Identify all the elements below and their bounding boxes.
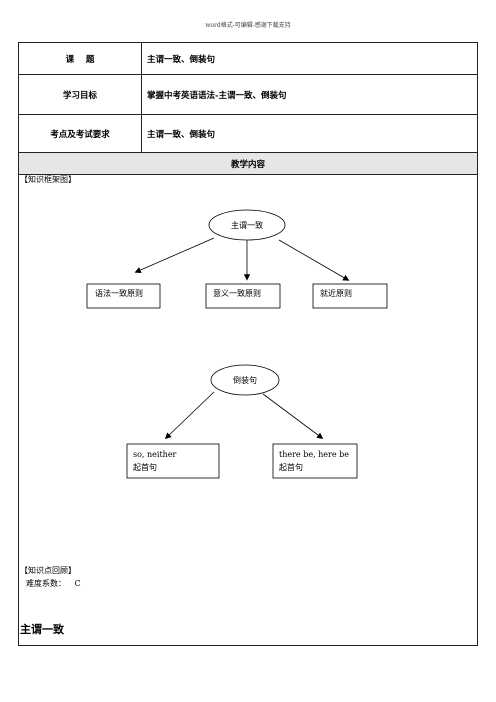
difficulty-value: C — [74, 579, 81, 588]
section-heading: 主谓一致 — [20, 623, 64, 636]
root-node-label: 主谓一致 — [231, 220, 263, 230]
arrow-line — [164, 391, 215, 440]
child-label: 语法一致原则 — [95, 288, 143, 298]
section-title: 教学内容 — [19, 153, 477, 175]
arrow-line — [134, 237, 215, 274]
framework-label: 【知识框架图】 — [20, 175, 76, 184]
child-box — [86, 283, 161, 309]
difficulty-label: 难度系数： — [26, 579, 66, 588]
row-label: 考点及考试要求 — [19, 115, 142, 152]
lesson-table: 课 题 主谓一致、倒装句 学习目标 掌握中考英语语法-主谓一致、倒装句 考点及考… — [18, 42, 478, 646]
row-value: 主谓一致、倒装句 — [147, 129, 216, 140]
child-label: 意义一致原则 — [213, 288, 261, 298]
difficulty-row: 难度系数： C — [26, 578, 81, 589]
child-box — [205, 283, 281, 309]
child-sublabel: 起首句 — [279, 462, 303, 472]
root-node-label: 倒装句 — [233, 375, 257, 385]
table-row-requirements: 考点及考试要求 主谓一致、倒装句 — [19, 115, 477, 153]
row-value: 主谓一致、倒装句 — [147, 54, 216, 65]
row-label: 课 题 — [19, 43, 142, 74]
child-box — [126, 443, 220, 479]
arrow-line — [262, 393, 324, 439]
table-row-topic: 课 题 主谓一致、倒装句 — [19, 43, 477, 75]
review-label: 【知识点回顾】 — [20, 566, 76, 575]
page-header-note: word格式-可编辑-感谢下载支持 — [205, 22, 291, 29]
child-label: so, neither — [133, 450, 177, 459]
row-label: 学习目标 — [19, 75, 142, 114]
root-node-inversion — [210, 364, 280, 396]
child-label: 就近原则 — [320, 288, 352, 298]
child-box — [272, 443, 358, 479]
child-sublabel: 起首句 — [133, 462, 157, 472]
table-row-goal: 学习目标 掌握中考英语语法-主谓一致、倒装句 — [19, 75, 477, 115]
child-label: there be, here be — [279, 450, 349, 459]
child-box — [312, 283, 388, 309]
arrow-line — [278, 239, 350, 281]
row-value: 掌握中考英语语法-主谓一致、倒装句 — [147, 90, 287, 101]
